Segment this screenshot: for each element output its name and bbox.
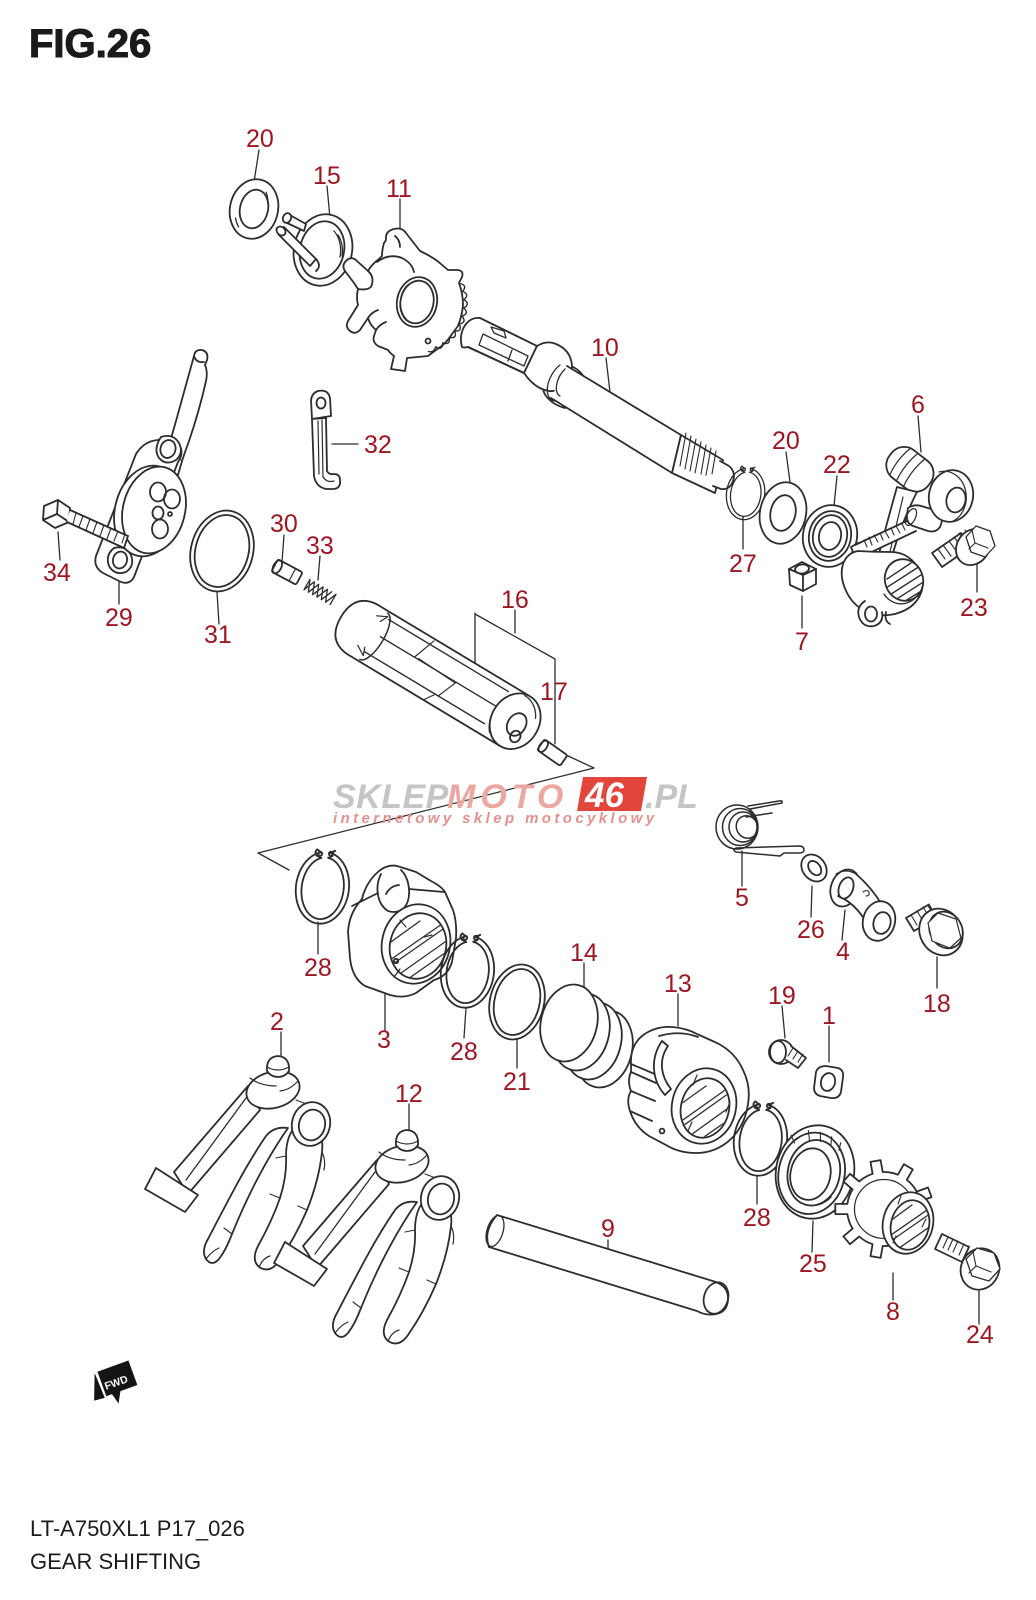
svg-text:16: 16 xyxy=(501,586,529,614)
svg-text:SKLEP: SKLEP xyxy=(333,778,449,816)
svg-text:28: 28 xyxy=(743,1204,771,1232)
svg-text:24: 24 xyxy=(966,1321,994,1349)
svg-text:27: 27 xyxy=(729,550,757,578)
svg-text:6: 6 xyxy=(911,391,925,419)
svg-text:26: 26 xyxy=(797,916,825,944)
svg-text:1: 1 xyxy=(822,1002,836,1030)
svg-text:8: 8 xyxy=(886,1298,900,1326)
svg-text:.PL: .PL xyxy=(645,778,698,816)
svg-text:18: 18 xyxy=(923,990,951,1018)
svg-text:20: 20 xyxy=(246,125,274,153)
svg-text:LT-A750XL1 P17_026: LT-A750XL1 P17_026 xyxy=(30,1516,245,1541)
svg-text:internetowy sklep motocyklowy: internetowy sklep motocyklowy xyxy=(333,810,658,827)
svg-text:11: 11 xyxy=(386,175,412,203)
svg-text:15: 15 xyxy=(313,162,341,190)
svg-text:17: 17 xyxy=(540,678,568,706)
svg-text:7: 7 xyxy=(795,628,809,656)
svg-text:33: 33 xyxy=(306,532,334,560)
svg-text:34: 34 xyxy=(43,559,71,587)
svg-text:3: 3 xyxy=(377,1026,391,1054)
svg-text:19: 19 xyxy=(768,982,796,1010)
svg-text:MOTO: MOTO xyxy=(447,778,568,816)
svg-text:46: 46 xyxy=(584,776,624,815)
svg-text:32: 32 xyxy=(364,431,392,459)
svg-text:12: 12 xyxy=(395,1080,423,1108)
svg-text:23: 23 xyxy=(960,594,988,622)
svg-text:13: 13 xyxy=(664,970,692,998)
svg-text:14: 14 xyxy=(570,939,598,967)
svg-text:29: 29 xyxy=(105,604,133,632)
svg-text:31: 31 xyxy=(204,621,232,649)
svg-text:5: 5 xyxy=(735,884,749,912)
svg-text:GEAR SHIFTING: GEAR SHIFTING xyxy=(30,1549,201,1574)
svg-text:30: 30 xyxy=(270,510,298,538)
svg-text:28: 28 xyxy=(304,954,332,982)
svg-text:21: 21 xyxy=(503,1068,531,1096)
svg-text:9: 9 xyxy=(601,1215,615,1243)
svg-text:FIG.26: FIG.26 xyxy=(29,22,151,66)
svg-text:28: 28 xyxy=(450,1038,478,1066)
svg-text:2: 2 xyxy=(270,1008,284,1036)
svg-text:4: 4 xyxy=(836,938,850,966)
svg-text:22: 22 xyxy=(823,451,851,479)
svg-text:10: 10 xyxy=(591,334,619,362)
svg-text:25: 25 xyxy=(799,1250,827,1278)
svg-text:20: 20 xyxy=(772,427,800,455)
